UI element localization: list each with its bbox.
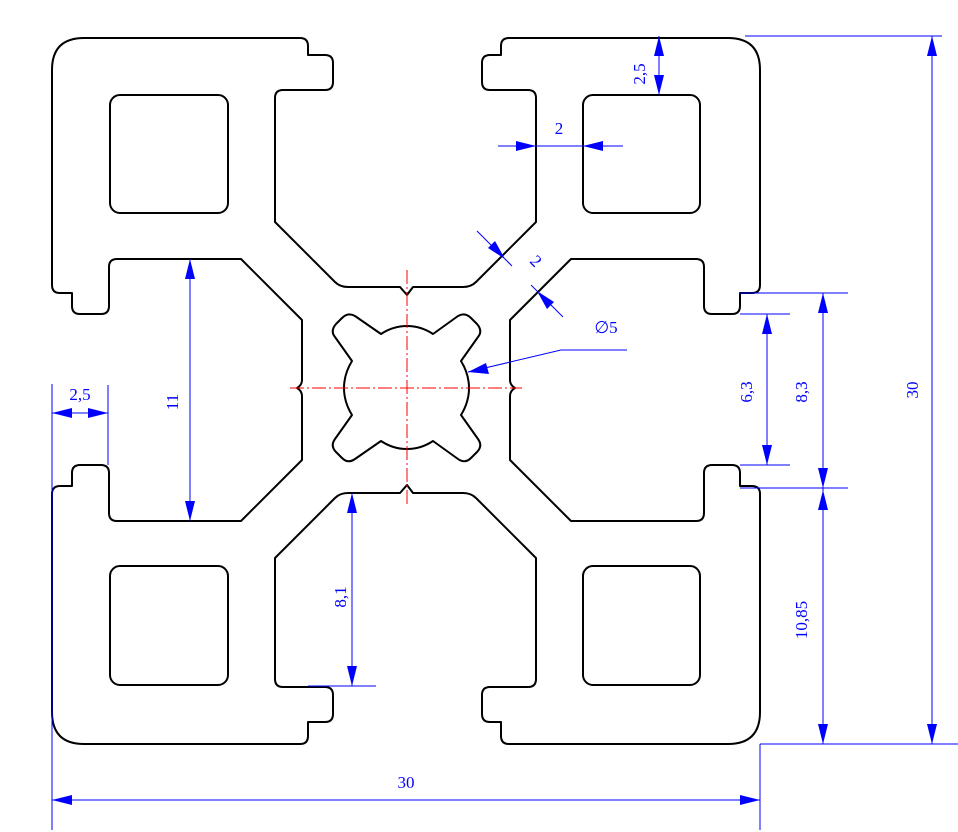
center-bore-outline (331, 313, 482, 463)
cavity-bottom-right (582, 565, 701, 686)
center-lines (290, 270, 522, 505)
dim-bottom-slot-depth: 8,1 (331, 586, 350, 607)
cavity-bottom-left (109, 565, 229, 686)
dim-left-wall-thickness: 2,5 (69, 385, 90, 404)
dim-overall-width: 30 (398, 773, 415, 792)
cavity-top-right (582, 94, 701, 214)
dim-overall-height: 30 (903, 382, 922, 399)
dim-lower-height: 10,85 (792, 601, 811, 639)
cavity-top-left (109, 94, 229, 214)
quadrant-top-left-outline (51, 37, 761, 745)
dim-slot-opening: 6,3 (737, 381, 756, 402)
dim-diagonal-wall-thickness: 2 (526, 251, 545, 270)
dimension-lines (51, 35, 958, 830)
dim-side-wall-thickness: 2 (555, 119, 564, 138)
dimension-labels: 30 30 2,5 2 2 ∅5 6,3 8,3 10,85 11 2,5 8,… (69, 63, 922, 792)
profile-outline (51, 37, 761, 745)
dim-top-wall-thickness: 2,5 (630, 63, 649, 84)
dim-left-slot-depth: 11 (163, 394, 182, 410)
dim-center-bore-diameter: ∅5 (594, 318, 617, 337)
dim-slot-width: 8,3 (792, 381, 811, 402)
